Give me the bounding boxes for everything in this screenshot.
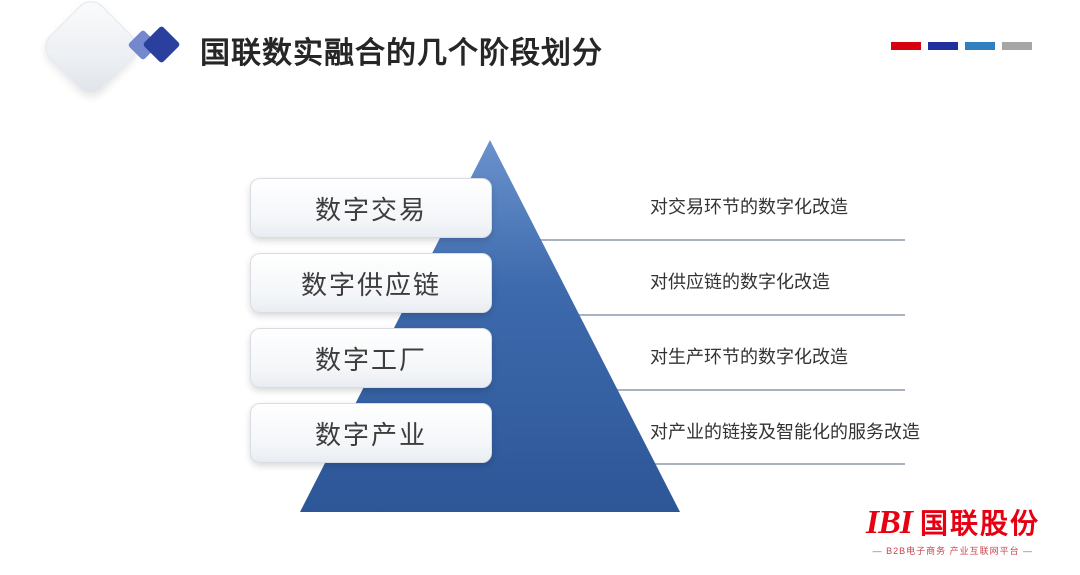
- header-decoration: [38, 0, 190, 110]
- stage-description: 对生产环节的数字化改造: [650, 347, 848, 367]
- stage-label-box: 数字产业: [250, 403, 492, 463]
- stage-underline: [497, 314, 905, 316]
- dark-blue-diamond-icon: [142, 25, 181, 64]
- stage-underline: [497, 239, 905, 241]
- accent-bar-blue: [965, 42, 995, 50]
- company-logo: IBI 国联股份 — B2B电子商务 产业互联网平台 —: [866, 502, 1040, 557]
- logo-row: IBI 国联股份: [866, 502, 1040, 542]
- stage-label-box: 数字工厂: [250, 328, 492, 388]
- accent-bar-gray: [1002, 42, 1032, 50]
- accent-bar-red: [891, 42, 921, 50]
- stage-underline: [497, 389, 905, 391]
- page-title: 国联数实融合的几个阶段划分: [200, 37, 603, 70]
- stage-label-box: 数字交易: [250, 178, 492, 238]
- accent-bar-navy: [928, 42, 958, 50]
- stage-description: 对供应链的数字化改造: [650, 272, 830, 292]
- stage-description: 对产业的链接及智能化的服务改造: [650, 422, 920, 442]
- company-tagline: — B2B电子商务 产业互联网平台 —: [872, 546, 1034, 556]
- rounded-diamond-shape: [38, 0, 144, 100]
- logo-mark-icon: IBI: [865, 504, 913, 541]
- accent-bars: [891, 42, 1032, 50]
- stage-underline: [497, 463, 905, 465]
- stage-description: 对交易环节的数字化改造: [650, 197, 848, 217]
- company-name: 国联股份: [919, 508, 1040, 539]
- stage-label-box: 数字供应链: [250, 253, 492, 313]
